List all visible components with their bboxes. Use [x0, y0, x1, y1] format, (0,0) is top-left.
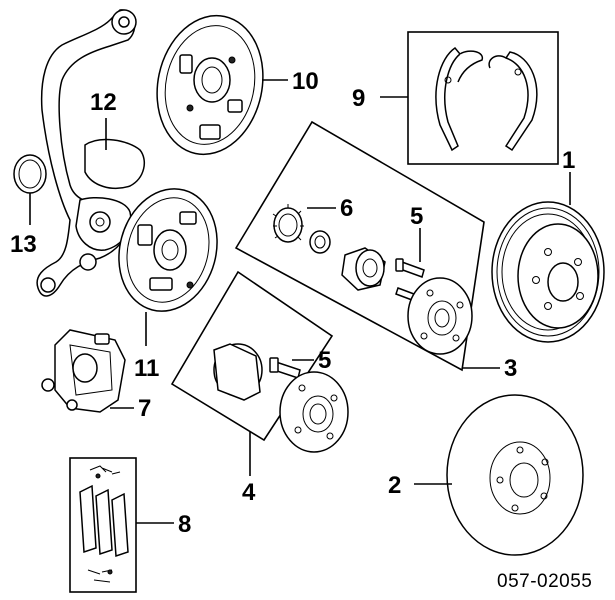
callout-5-front: 5 — [318, 347, 331, 374]
callout-3: 3 — [504, 355, 517, 382]
brake-shoe-set-part — [407, 31, 559, 165]
callout-labels: 1 2 3 4 5 5 6 7 8 9 10 11 12 13 — [10, 68, 575, 538]
callout-4: 4 — [242, 479, 256, 506]
backing-plate-lower-part — [118, 188, 218, 312]
callout-1: 1 — [562, 147, 575, 174]
seal-ring-part — [13, 154, 47, 194]
leader-lines — [29, 79, 571, 524]
callout-9: 9 — [352, 85, 365, 112]
callout-8: 8 — [178, 511, 191, 538]
callout-5-rear: 5 — [410, 203, 423, 230]
callout-11: 11 — [134, 355, 159, 382]
callout-6: 6 — [340, 195, 353, 222]
document-number: 057-02055 — [497, 571, 592, 592]
brake-pad-set-part — [69, 457, 137, 593]
callout-12: 12 — [90, 89, 117, 116]
hub-assembly-front-part — [170, 270, 349, 453]
brake-drum-part — [491, 201, 605, 343]
callout-10: 10 — [292, 68, 319, 95]
brake-disc-part — [446, 394, 584, 556]
brake-caliper-part — [41, 329, 126, 413]
callout-2: 2 — [388, 472, 401, 499]
backing-plate-upper-part — [156, 14, 264, 156]
hub-assembly-rear-part — [234, 120, 485, 372]
callout-13: 13 — [10, 231, 37, 258]
callout-7: 7 — [138, 395, 151, 422]
